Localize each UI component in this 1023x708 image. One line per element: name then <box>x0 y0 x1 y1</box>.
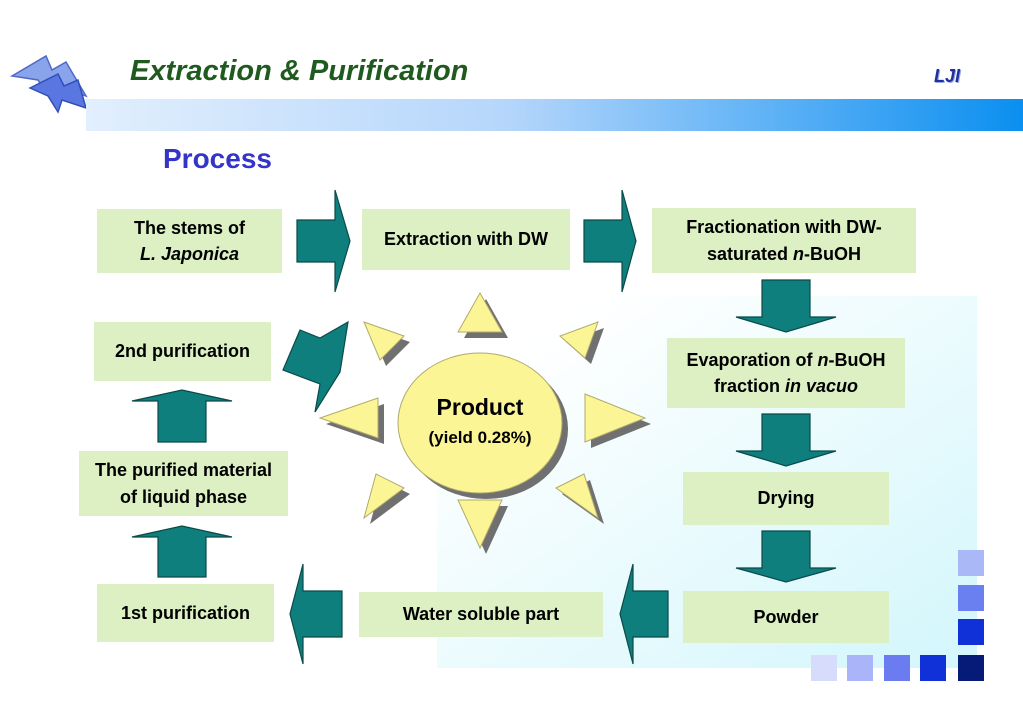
step-powder: Powder <box>683 591 889 643</box>
step-second-purification-line1: 2nd purification <box>115 341 250 362</box>
step-stems-line1: The stems of <box>133 217 246 238</box>
product-label: Product <box>436 394 524 420</box>
step-purified-material-line2: of liquid phase <box>119 486 247 507</box>
lightning-logo-icon <box>9 54 88 114</box>
step-fractionation-line1: Fractionation with DW- <box>686 217 882 238</box>
step-extraction: Extraction with DW <box>362 209 570 270</box>
arrow-up-1 <box>131 525 233 578</box>
step-water-soluble: Water soluble part <box>359 592 603 637</box>
sun-rays <box>318 291 651 554</box>
arrow-down-3 <box>735 530 837 583</box>
slide-title: Extraction & Purification <box>130 55 469 87</box>
step-stems-line2: L. Japonica <box>139 244 240 264</box>
arrow-diagonal-to-product <box>282 320 349 413</box>
step-drying: Drying <box>683 472 889 525</box>
arrow-left-2 <box>289 563 343 665</box>
step-purified-material: The purified material of liquid phase <box>79 451 288 516</box>
step-fractionation: Fractionation with DW- saturated n-BuOH <box>652 208 916 273</box>
arrow-left-1 <box>619 563 669 665</box>
arrow-down-2 <box>735 413 837 467</box>
product-yield: (yield 0.28%) <box>428 428 532 447</box>
arrow-right-1 <box>296 189 351 293</box>
product-sun <box>397 352 563 494</box>
step-first-purification-line1: 1st purification <box>120 602 250 623</box>
step-water-soluble-line1: Water soluble part <box>402 604 560 625</box>
blue-squares-decoration <box>811 550 984 681</box>
author-tag: LJI <box>934 66 961 86</box>
step-evaporation: Evaporation of n-BuOH fraction in vacuo <box>667 338 905 408</box>
step-second-purification: 2nd purification <box>94 322 271 381</box>
step-first-purification: 1st purification <box>97 584 274 642</box>
arrow-down-1 <box>735 279 837 333</box>
step-drying-line1: Drying <box>757 488 815 509</box>
step-purified-material-line1: The purified material <box>94 460 273 481</box>
arrow-right-2 <box>583 189 637 293</box>
step-evaporation-line2: fraction in vacuo <box>713 376 859 396</box>
step-extraction-line1: Extraction with DW <box>383 229 548 250</box>
arrow-up-2 <box>131 389 233 443</box>
step-stems: The stems of L. Japonica <box>97 209 282 273</box>
section-subtitle: Process <box>163 143 272 174</box>
step-powder-line1: Powder <box>753 606 819 627</box>
step-evaporation-line1: Evaporation of n-BuOH <box>686 349 886 370</box>
step-fractionation-line2: saturated n-BuOH <box>706 243 862 264</box>
header-gradient-bar <box>86 99 1023 131</box>
